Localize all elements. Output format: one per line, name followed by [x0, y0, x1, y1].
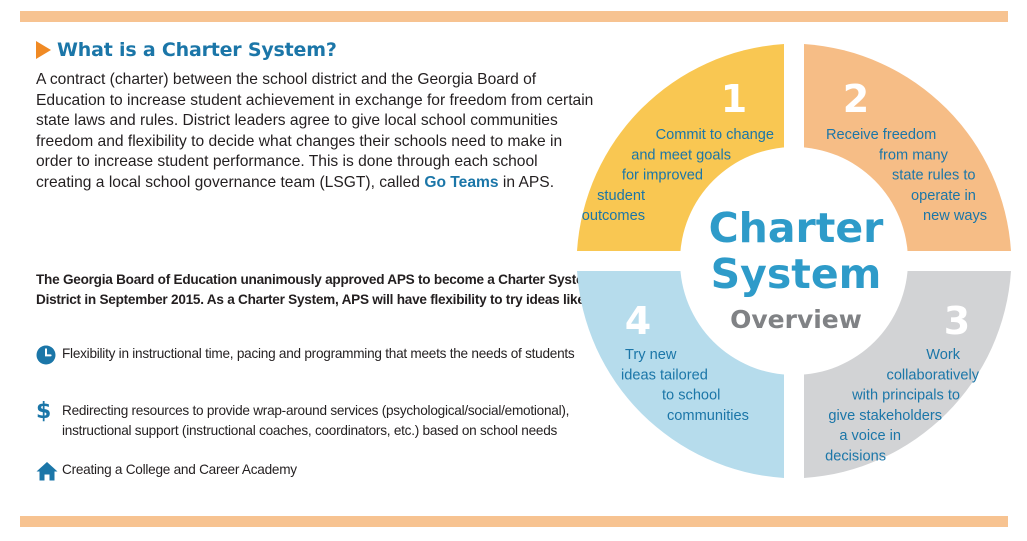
- feature-item-resources: $ Redirecting resources to provide wrap-…: [36, 401, 621, 440]
- quadrant-1-text: Commit to change and meet goals for improv…: [582, 127, 774, 224]
- go-teams-highlight: Go Teams: [424, 173, 499, 191]
- q3-text-line: with principals to: [851, 388, 960, 404]
- q4-text-line: ideas tailored: [621, 367, 708, 383]
- feature-text: Creating a College and Career Academy: [62, 462, 297, 477]
- q3-text-line: collaboratively: [887, 367, 980, 383]
- q4-text-line: communities: [667, 408, 749, 424]
- q1-text-line: outcomes: [582, 208, 645, 224]
- q4-text-line: to school: [662, 388, 720, 404]
- q2-text-line: operate in: [911, 188, 976, 204]
- house-icon: [36, 460, 62, 481]
- top-divider-band: [20, 11, 1008, 22]
- bottom-divider-band: [20, 516, 1008, 527]
- quadrant-1-number: 1: [721, 77, 747, 121]
- feature-item-academy: Creating a College and Career Academy: [36, 460, 606, 481]
- q3-text-line: decisions: [825, 449, 886, 465]
- q2-text-line: from many: [879, 147, 949, 163]
- q1-text-line: for improved: [622, 168, 703, 184]
- section-heading: What is a Charter System?: [36, 37, 616, 63]
- center-title-charter: Charter: [709, 204, 885, 252]
- quadrant-4-number: 4: [625, 299, 651, 343]
- q2-text-line: Receive freedom: [826, 127, 936, 143]
- q3-text-line: give stakeholders: [828, 408, 942, 424]
- q1-text-line: student: [597, 188, 645, 204]
- quadrant-4-text: Try new ideas tailored to school communitie…: [621, 347, 749, 424]
- feature-text: Flexibility in instructional time, pacin…: [62, 346, 575, 361]
- q4-text-line: Try new: [625, 347, 677, 363]
- q1-text-line: Commit to change: [656, 127, 774, 143]
- quadrant-2-number: 2: [843, 77, 869, 121]
- intro-suffix: in APS.: [498, 173, 555, 191]
- center-circle: [680, 147, 908, 375]
- quadrant-2-text: Receive freedom from many state rules to op…: [826, 127, 987, 224]
- center-title-overview: Overview: [730, 305, 862, 334]
- feature-text: Redirecting resources to provide wrap-ar…: [62, 403, 570, 438]
- clock-icon: [36, 344, 62, 365]
- intro-text: A contract (charter) between the school …: [36, 71, 594, 191]
- q2-text-line: state rules to: [892, 168, 976, 184]
- quadrant-3-number: 3: [944, 299, 970, 343]
- approval-paragraph: The Georgia Board of Education unanimous…: [36, 272, 596, 307]
- section-heading-text: What is a Charter System?: [57, 39, 337, 61]
- q1-text-line: and meet goals: [631, 147, 731, 163]
- center-title-system: System: [711, 250, 882, 298]
- dollar-icon: $: [36, 399, 52, 424]
- play-arrow-icon: [36, 41, 51, 59]
- feature-item-flexibility: Flexibility in instructional time, pacin…: [36, 344, 606, 365]
- q2-text-line: new ways: [923, 208, 987, 224]
- q3-text-line: Work: [926, 347, 960, 363]
- quadrant-3-text: Work collaboratively with principals to giv…: [825, 347, 980, 465]
- q3-text-line: a voice in: [839, 428, 901, 444]
- charter-system-wheel: Charter System Overview 1 2 3 4 Commit t…: [577, 44, 1011, 478]
- intro-paragraph: A contract (charter) between the school …: [36, 70, 596, 193]
